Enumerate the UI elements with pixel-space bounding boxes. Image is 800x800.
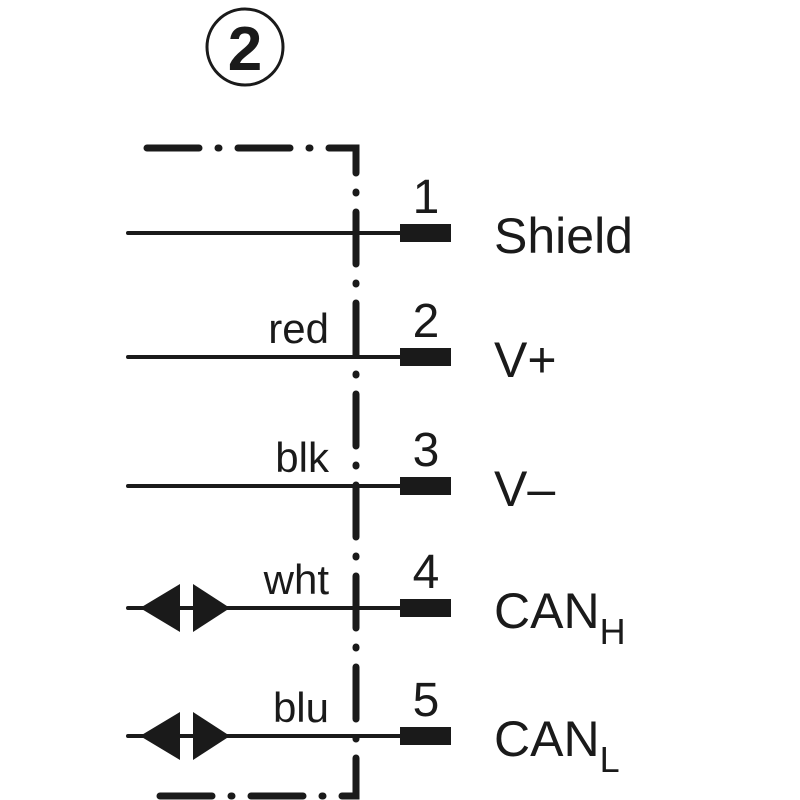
signal-name: CAN (494, 583, 600, 639)
pin-number: 1 (413, 171, 440, 224)
pin-contact (400, 727, 451, 745)
arrow-left-icon (140, 584, 180, 632)
arrow-right-icon (193, 584, 230, 632)
pin-contact (400, 599, 451, 617)
arrow-left-icon (140, 712, 180, 760)
signal-name: V– (494, 461, 555, 517)
connector-badge: 2 (205, 7, 285, 87)
signal-label: CANL (494, 711, 620, 780)
signal-label: V+ (494, 332, 557, 388)
pin-number: 5 (413, 674, 440, 727)
housing-boundary-dashdot (143, 144, 360, 800)
signal-label: CANH (494, 583, 626, 652)
signal-name: V+ (494, 332, 557, 388)
badge-circle (205, 7, 285, 87)
signal-label: V– (494, 461, 555, 517)
pin-number: 4 (413, 546, 440, 599)
wire-color-label: blk (275, 434, 330, 481)
signal-subscript: H (600, 611, 626, 652)
wire-color-label: wht (263, 556, 330, 603)
signal-subscript: L (600, 739, 620, 780)
signal-name: CAN (494, 711, 600, 767)
badge-number: 2 (228, 15, 262, 84)
arrow-right-icon (193, 712, 230, 760)
pin-number: 2 (413, 295, 440, 348)
pin-contact (400, 477, 451, 495)
pin-contact (400, 224, 451, 242)
pin-contact (400, 348, 451, 366)
wire-color-label: blu (273, 684, 329, 731)
signal-name: Shield (494, 208, 633, 264)
signal-label: Shield (494, 208, 633, 264)
wire-color-label: red (268, 305, 329, 352)
pin-number: 3 (413, 424, 440, 477)
